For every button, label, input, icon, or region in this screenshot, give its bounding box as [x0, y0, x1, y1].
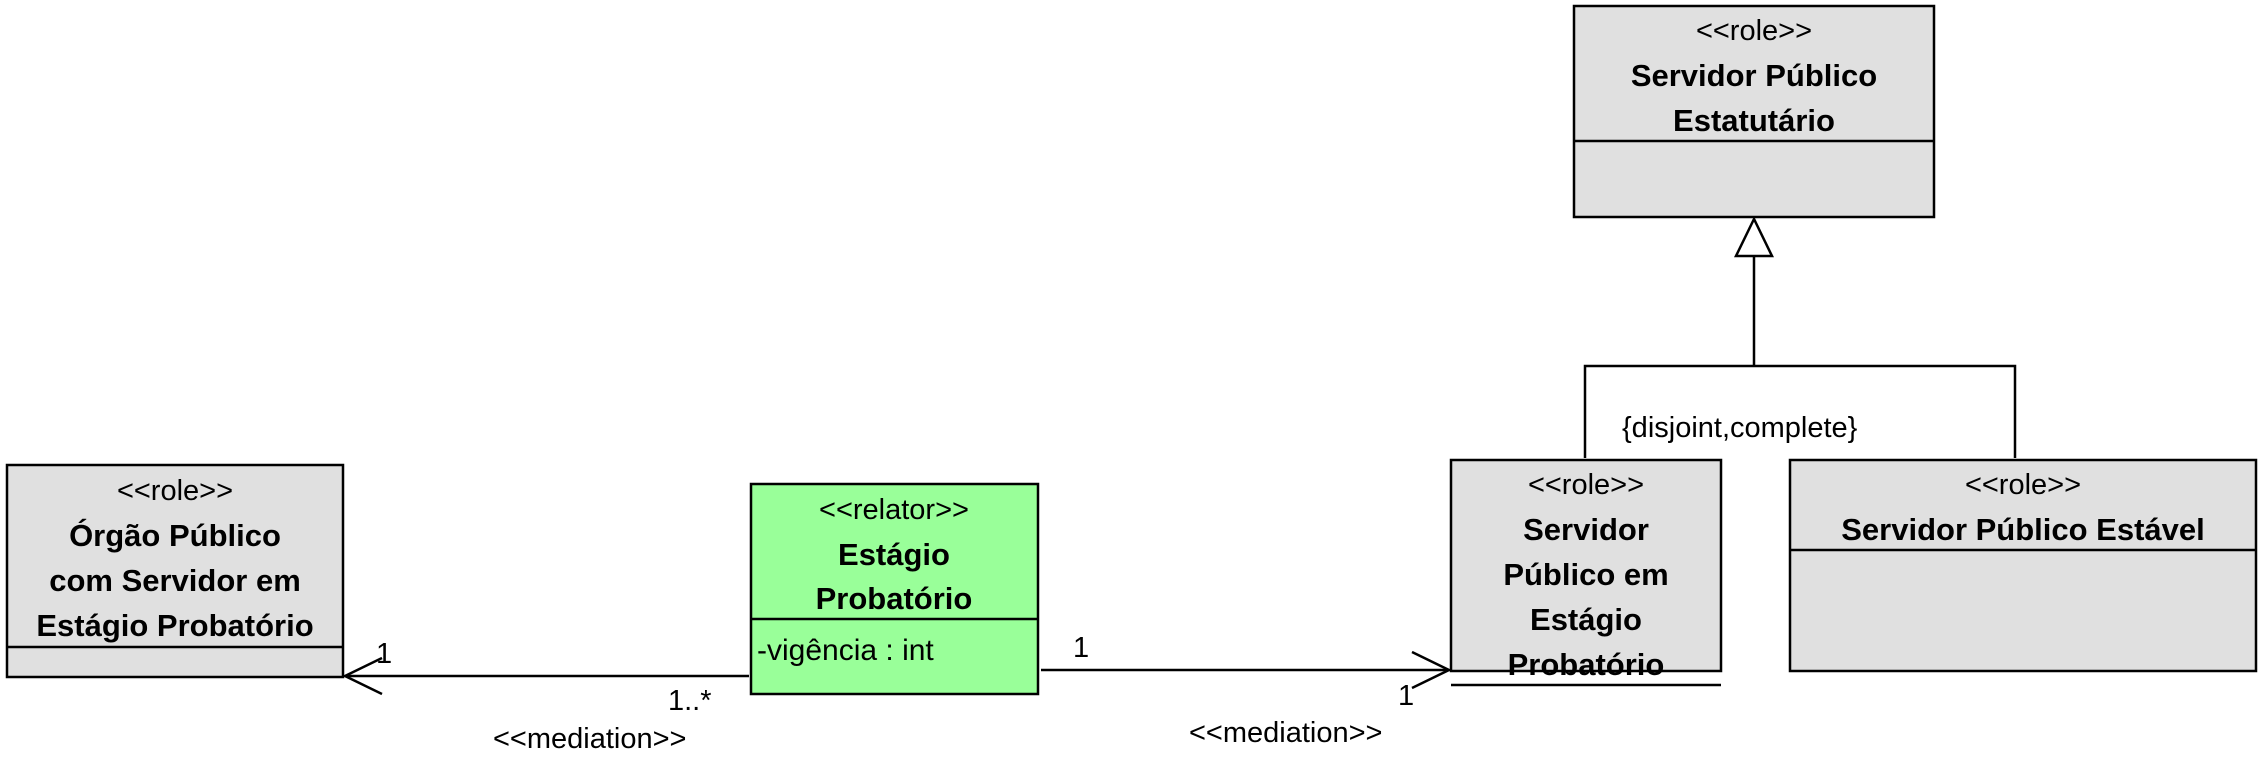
class-orgao-publico[interactable]: <<role>> Órgão Público com Servidor em E…	[5, 463, 345, 679]
class-servidor-publico-estavel[interactable]: <<role>> Servidor Público Estável	[1788, 458, 2258, 673]
class-orgao-publico-box	[5, 463, 345, 679]
association-mediation-left-arrowhead	[342, 656, 383, 696]
association-mediation-left-end-estagio-multiplicity: 1..*	[668, 685, 712, 717]
association-mediation-right-end-estagio-multiplicity: 1	[1073, 632, 1089, 664]
generalization-set[interactable]: {disjoint,complete}	[1583, 216, 2017, 458]
class-orgao-publico-stereotype: <<role>>	[117, 475, 233, 507]
class-estagio-probatorio-name-line-1: Estágio	[838, 537, 950, 572]
class-servidor-em-estagio-name-line-3: Estágio	[1530, 602, 1642, 637]
association-mediation-right-arrowhead	[1411, 650, 1452, 690]
class-servidor-em-estagio-name-line-2: Público em	[1503, 557, 1668, 592]
class-servidor-em-estagio-stereotype: <<role>>	[1528, 469, 1644, 501]
class-orgao-publico-name-line-1: Órgão Público	[69, 517, 281, 553]
class-orgao-publico-name-line-2: com Servidor em	[49, 563, 301, 598]
class-estagio-probatorio-name-line-2: Probatório	[816, 581, 973, 616]
class-servidor-publico-estatutario-box	[1572, 4, 1936, 219]
class-estagio-probatorio-stereotype: <<relator>>	[819, 494, 969, 526]
generalization-branch-line	[1583, 364, 2017, 458]
association-mediation-left-end-orgao-multiplicity: 1	[376, 638, 392, 670]
class-estagio-probatorio[interactable]: <<relator>> Estágio Probatório -vigência…	[749, 482, 1040, 696]
association-mediation-left-stereotype: <<mediation>>	[493, 723, 686, 755]
association-mediation-left[interactable]: 1 1..* <<mediation>>	[342, 638, 749, 755]
generalization-set-constraint: {disjoint,complete}	[1622, 412, 1858, 444]
class-servidor-em-estagio-name-line-1: Servidor	[1523, 512, 1649, 547]
association-mediation-right-stereotype: <<mediation>>	[1189, 717, 1382, 749]
class-servidor-em-estagio[interactable]: <<role>> Servidor Público em Estágio Pro…	[1449, 458, 1723, 687]
class-servidor-publico-estatutario-name-line-2: Estatutário	[1673, 103, 1835, 138]
association-mediation-right[interactable]: 1 1 <<mediation>>	[1041, 632, 1452, 749]
generalization-triangle-arrowhead	[1734, 216, 1774, 258]
class-orgao-publico-name-line-3: Estágio Probatório	[36, 608, 313, 643]
class-servidor-em-estagio-name-line-4: Probatório	[1508, 647, 1665, 682]
class-servidor-publico-estavel-name: Servidor Público Estável	[1841, 512, 2205, 547]
class-servidor-publico-estatutario-stereotype: <<role>>	[1696, 15, 1812, 47]
class-servidor-publico-estatutario[interactable]: <<role>> Servidor Público Estatutário	[1572, 4, 1936, 219]
class-servidor-em-estagio-box	[1449, 458, 1723, 673]
class-estagio-probatorio-attribute-vigencia: -vigência : int	[757, 634, 934, 667]
class-estagio-probatorio-box	[749, 482, 1040, 696]
association-mediation-right-end-servidor-multiplicity: 1	[1398, 680, 1414, 712]
class-servidor-publico-estavel-stereotype: <<role>>	[1965, 469, 2081, 501]
class-servidor-publico-estavel-box	[1788, 458, 2258, 673]
class-servidor-publico-estatutario-name-line-1: Servidor Público	[1631, 58, 1877, 93]
